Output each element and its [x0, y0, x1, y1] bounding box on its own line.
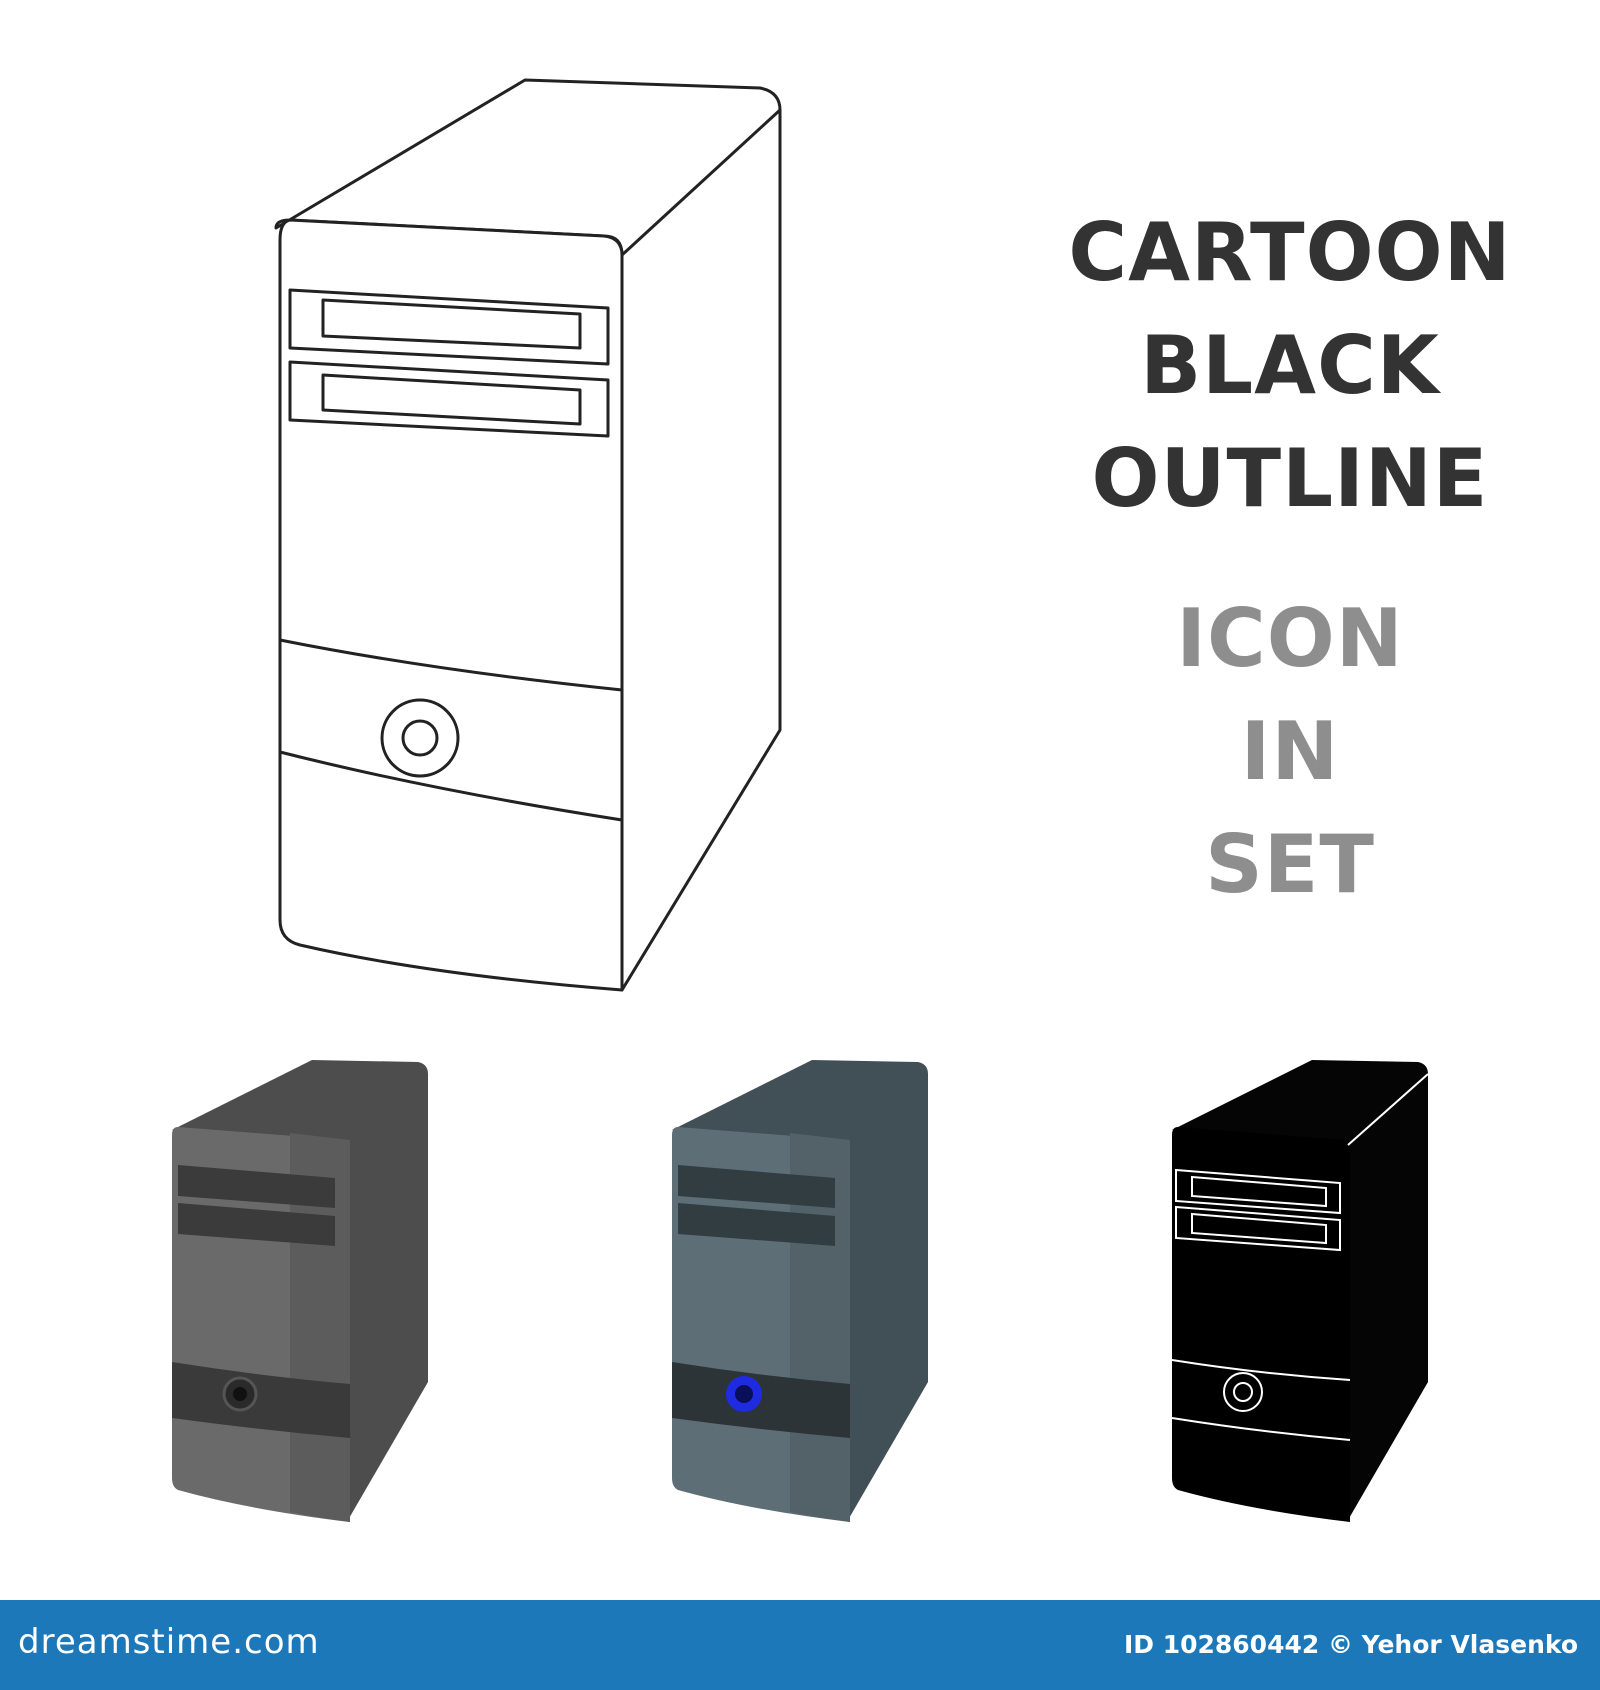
- blue-gray-computer-tower-icon: [672, 1060, 928, 1522]
- caption-line: SET: [1205, 818, 1375, 911]
- footer-logo[interactable]: dreamstime.com: [18, 1622, 320, 1662]
- black-computer-tower-icon: [1171, 1060, 1429, 1522]
- caption-style-title: CARTOON BLACK OUTLINE: [1010, 196, 1570, 535]
- icon-set-illustration: [172, 78, 1429, 1522]
- footer-credit: ID 102860442 © Yehor Vlasenko: [1123, 1630, 1578, 1659]
- footer-bar: dreamstime.com ID 102860442 © Yehor Vlas…: [0, 1600, 1600, 1690]
- caption-line: OUTLINE: [1091, 432, 1489, 525]
- caption-line: ICON: [1176, 592, 1404, 685]
- caption-line: CARTOON: [1068, 206, 1512, 299]
- outline-computer-tower-icon: [274, 78, 782, 992]
- gray-computer-tower-icon: [172, 1060, 428, 1522]
- caption-line: IN: [1240, 705, 1340, 798]
- caption-line: BLACK: [1140, 319, 1440, 412]
- caption-set-title: ICON IN SET: [1010, 582, 1570, 921]
